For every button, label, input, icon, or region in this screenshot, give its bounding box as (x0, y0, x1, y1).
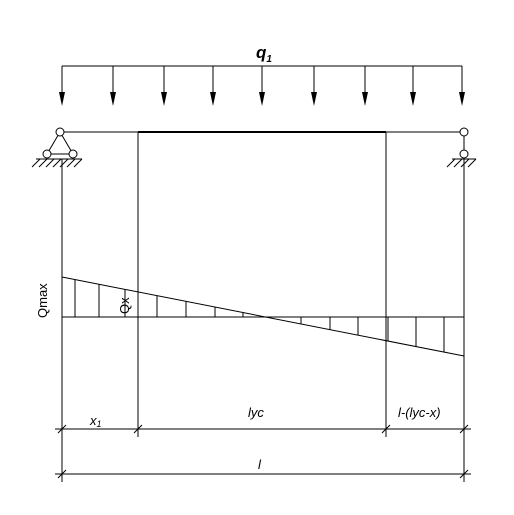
shear-diagram (61, 276, 465, 357)
load-arrows (59, 66, 465, 106)
tick-upper-4 (459, 424, 469, 434)
load-arrowhead (311, 92, 317, 106)
load-arrowhead (362, 92, 368, 106)
load-label-sub: 1 (266, 54, 272, 65)
load-arrowhead (459, 92, 465, 106)
hatch-line (73, 158, 83, 168)
left-hinge-b (68, 149, 78, 159)
left-hinge-top (55, 127, 65, 137)
qmax-label: Qmax (35, 283, 50, 318)
right-ground-hatch (446, 158, 477, 168)
dimension-lines (55, 424, 471, 479)
load-arrowhead (210, 92, 216, 106)
dim-x1-label: x1 (89, 413, 102, 429)
right-hinge-bottom (459, 149, 469, 159)
tick-upper-3 (381, 424, 391, 434)
dim-total-label: l (258, 457, 262, 472)
hatch-line (460, 158, 470, 168)
reference-lines (61, 132, 465, 482)
load-label: q1 (256, 43, 272, 65)
right-roller-support (446, 127, 477, 168)
tick-lower-1 (57, 469, 67, 479)
load-arrowhead (161, 92, 167, 106)
left-hinge-a (42, 149, 52, 159)
hatch-line (38, 158, 48, 168)
tick-upper-2 (133, 424, 143, 434)
distributed-load: q1 (59, 43, 465, 106)
left-ground-hatch (31, 158, 83, 168)
load-arrowhead (410, 92, 416, 106)
hatch-line (66, 158, 76, 168)
hatch-line (59, 158, 69, 168)
tick-lower-2 (459, 469, 469, 479)
hatch-line (446, 158, 456, 168)
shear-hatching (74, 279, 445, 353)
load-arrowhead (259, 92, 265, 106)
load-arrowhead (59, 92, 65, 106)
right-hinge-top (459, 127, 469, 137)
hatch-line (467, 158, 477, 168)
tick-upper-1 (57, 424, 67, 434)
load-arrowhead (110, 92, 116, 106)
dim-lyc-label: lyc (248, 405, 264, 420)
hatch-line (31, 158, 41, 168)
dim-rest-label: l-(lyc-x) (398, 405, 441, 420)
qx-label: Qx (117, 297, 132, 314)
hatch-line (45, 158, 55, 168)
hatch-line (52, 158, 62, 168)
load-label-main: q (256, 43, 267, 62)
shear-sloped-line (61, 276, 465, 357)
left-pin-support (31, 127, 83, 168)
hatch-line (453, 158, 463, 168)
